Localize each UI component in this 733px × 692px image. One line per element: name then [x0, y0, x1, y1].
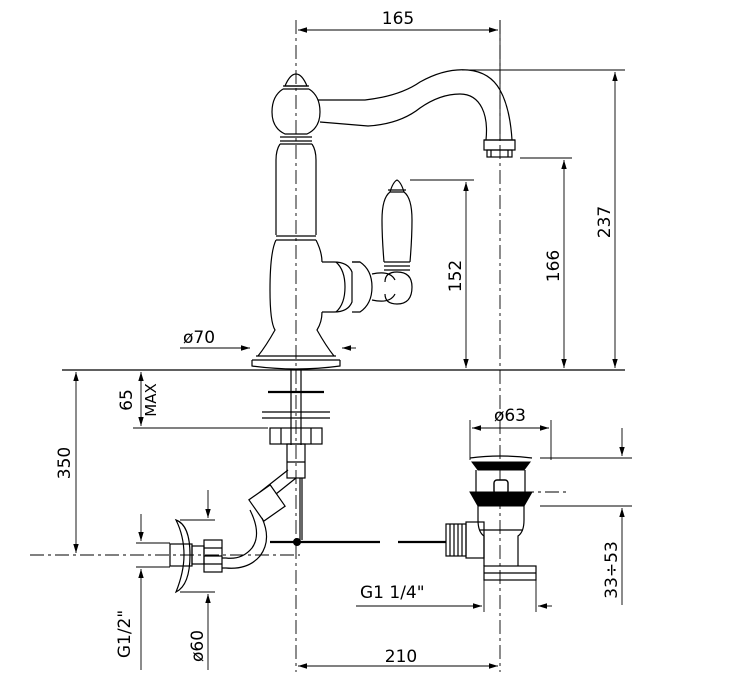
- handle-lever: [322, 179, 413, 313]
- dimension-lines: [73, 20, 632, 670]
- inlet-rosette: [169, 518, 223, 594]
- dim-deck-max: MAX: [142, 383, 160, 416]
- dim-base-diameter: ø70: [183, 328, 215, 348]
- dim-deck-thickness: 65: [117, 389, 137, 411]
- flexible-hose: [222, 469, 297, 569]
- dim-below-deck: 350: [55, 447, 75, 479]
- dim-total-height: 237: [595, 206, 615, 238]
- dim-spout-height: 166: [544, 250, 564, 282]
- dim-waste-adjust: 33÷53: [602, 541, 622, 599]
- spout: [318, 69, 516, 158]
- dim-handle-height: 152: [446, 260, 466, 292]
- pop-up-waste: [445, 455, 537, 581]
- faucet-body: [251, 73, 341, 370]
- dim-rosette-diameter: ø60: [188, 630, 208, 662]
- dim-spout-reach: 165: [382, 9, 414, 29]
- dim-waste-diameter: ø63: [494, 406, 526, 426]
- under-deck-fixings: [262, 370, 446, 546]
- dim-waste-thread: G1 1/4": [360, 583, 425, 603]
- dim-inlet-thread: G1/2": [115, 610, 135, 658]
- dim-waste-distance: 210: [385, 647, 417, 667]
- dimension-labels: 165 237 166 152 ø70 65 MAX 350 ø63 33÷53…: [55, 9, 622, 667]
- center-lines: [30, 20, 570, 672]
